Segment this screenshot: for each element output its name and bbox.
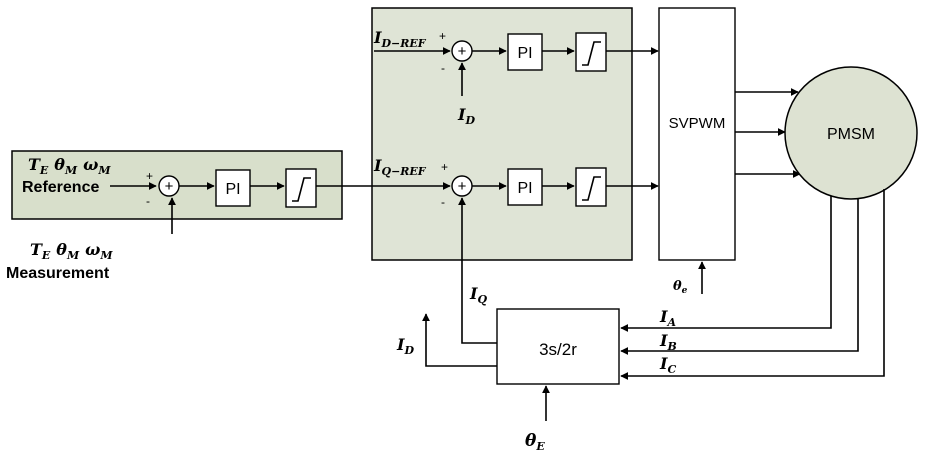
- outer-limiter-block: [285, 168, 317, 208]
- svpwm-label: SVPWM: [669, 115, 726, 132]
- outer-sum-plus: +: [146, 169, 153, 183]
- d-pi-label: PI: [517, 45, 532, 62]
- d-feedback-label: ID: [457, 105, 475, 127]
- outer-summing-junction: +: [158, 175, 180, 197]
- q-pi-block: [507, 168, 543, 206]
- phase-c-label: IC: [659, 354, 676, 376]
- outer-reference-label: Reference: [22, 179, 99, 196]
- transform-id-out-wire: [422, 313, 497, 367]
- q-fb-minus: -: [441, 195, 445, 209]
- transform-id-label: ID: [396, 335, 414, 357]
- outer-measurement-label: Measurement: [6, 265, 110, 282]
- d-ref-plus: +: [439, 29, 446, 43]
- q-feedback-wire: [458, 197, 497, 344]
- transform-label: 3s/2r: [539, 340, 577, 359]
- phase-a-feedback-wire: [620, 196, 832, 332]
- pmsm-label: PMSM: [827, 126, 875, 143]
- d-ref-label: ID−REF: [373, 28, 427, 50]
- d-fb-minus: -: [441, 61, 445, 75]
- outer-sum-minus: -: [146, 194, 150, 208]
- svg-text:+: +: [458, 178, 467, 195]
- q-summing-junction: +: [451, 175, 473, 197]
- q-limiter-block: [575, 167, 607, 207]
- pmsm-motor: [784, 66, 918, 200]
- transform-angle-label: θE: [525, 431, 545, 453]
- svpwm-angle-label: θe: [673, 279, 688, 296]
- q-feedback-label: IQ: [469, 284, 487, 306]
- d-pi-block: [507, 33, 543, 71]
- phase-c-feedback-wire: [620, 189, 885, 380]
- outer-pi-block: [215, 169, 251, 207]
- d-limiter-block: [575, 32, 607, 72]
- outer-pi-label: PI: [225, 181, 240, 198]
- q-ref-plus: +: [441, 160, 448, 174]
- phase-a-label: IA: [659, 307, 676, 329]
- svpwm-block: [658, 7, 736, 261]
- svg-text:+: +: [165, 178, 174, 195]
- d-summing-junction: +: [451, 40, 473, 62]
- q-ref-label: IQ−REF: [373, 156, 427, 178]
- q-pi-label: PI: [517, 180, 532, 197]
- svg-text:+: +: [458, 43, 467, 60]
- phase-b-feedback-wire: [620, 199, 859, 355]
- phase-b-label: IB: [659, 331, 677, 353]
- transform-block: [496, 308, 620, 385]
